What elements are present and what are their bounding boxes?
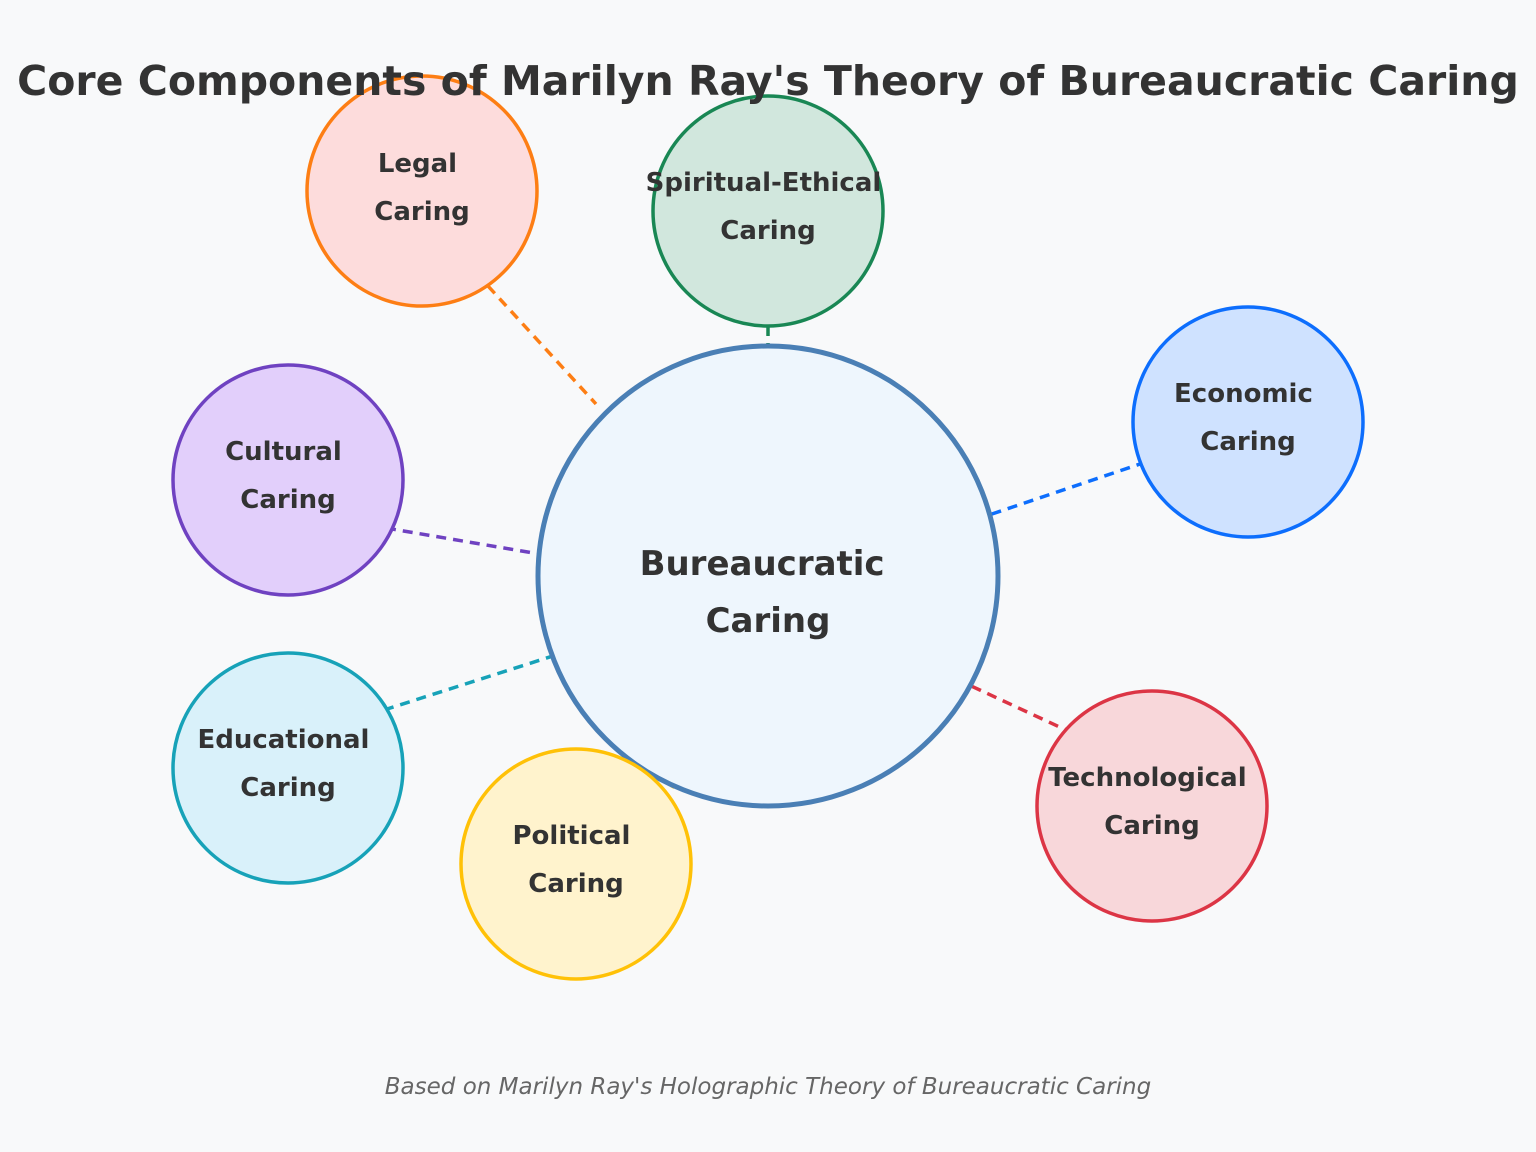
center-label-line-1: Bureaucratic bbox=[640, 544, 885, 584]
node-cultural: Cultural Caring bbox=[171, 363, 405, 597]
node-political-circle bbox=[459, 747, 693, 981]
node-cultural-label: Cultural Caring bbox=[225, 437, 351, 515]
connector-economic bbox=[979, 460, 1147, 520]
node-economic-circle bbox=[1131, 305, 1365, 539]
node-educational-label: Educational Caring bbox=[197, 725, 378, 803]
node-cultural-label-line-1: Cultural bbox=[225, 437, 342, 467]
node-spiritual-ethical-circle bbox=[651, 94, 885, 328]
node-technological-label-line-2: Caring bbox=[1104, 811, 1199, 841]
node-cultural-circle bbox=[171, 363, 405, 597]
node-technological-circle bbox=[1035, 689, 1269, 923]
node-spiritual-ethical-label-line-2: Caring bbox=[720, 216, 815, 246]
center-label: Bureaucratic Caring bbox=[640, 544, 897, 641]
node-economic: Economic Caring bbox=[1131, 305, 1365, 539]
node-legal-label: Legal Caring bbox=[374, 149, 469, 227]
node-political-label-line-1: Political bbox=[512, 821, 630, 851]
node-legal-label-line-2: Caring bbox=[374, 197, 469, 227]
center-node: Bureaucratic Caring bbox=[535, 343, 1001, 809]
node-legal-circle bbox=[305, 74, 539, 308]
node-educational-circle bbox=[171, 651, 405, 885]
node-spiritual-ethical: Spiritual-Ethical Caring bbox=[646, 94, 891, 328]
node-spiritual-ethical-label-line-1: Spiritual-Ethical bbox=[646, 168, 882, 198]
node-educational-label-line-2: Caring bbox=[240, 773, 335, 803]
node-spiritual-ethical-label: Spiritual-Ethical Caring bbox=[646, 168, 891, 246]
node-political-label-line-2: Caring bbox=[528, 869, 623, 899]
node-technological-label: Technological Caring bbox=[1048, 763, 1255, 841]
page-title: Core Components of Marilyn Ray's Theory … bbox=[17, 57, 1519, 105]
node-economic-label: Economic Caring bbox=[1174, 379, 1322, 457]
node-political-label: Political Caring bbox=[512, 821, 639, 899]
node-technological-label-line-1: Technological bbox=[1048, 763, 1246, 793]
node-cultural-label-line-2: Caring bbox=[240, 485, 335, 515]
node-economic-label-line-1: Economic bbox=[1174, 379, 1313, 409]
node-technological: Technological Caring bbox=[1035, 689, 1269, 923]
connector-educational bbox=[383, 653, 557, 712]
connector-legal bbox=[486, 284, 598, 406]
footer-caption: Based on Marilyn Ray's Holographic Theor… bbox=[385, 1074, 1151, 1100]
node-economic-label-line-2: Caring bbox=[1200, 427, 1295, 457]
node-legal: Legal Caring bbox=[305, 74, 539, 308]
node-educational: Educational Caring bbox=[171, 651, 405, 885]
center-circle bbox=[535, 343, 1001, 809]
node-legal-label-line-1: Legal bbox=[378, 149, 457, 179]
node-political: Political Caring bbox=[459, 747, 693, 981]
connector-cultural bbox=[385, 526, 558, 559]
node-educational-label-line-1: Educational bbox=[197, 725, 369, 755]
center-label-line-2: Caring bbox=[706, 601, 831, 641]
